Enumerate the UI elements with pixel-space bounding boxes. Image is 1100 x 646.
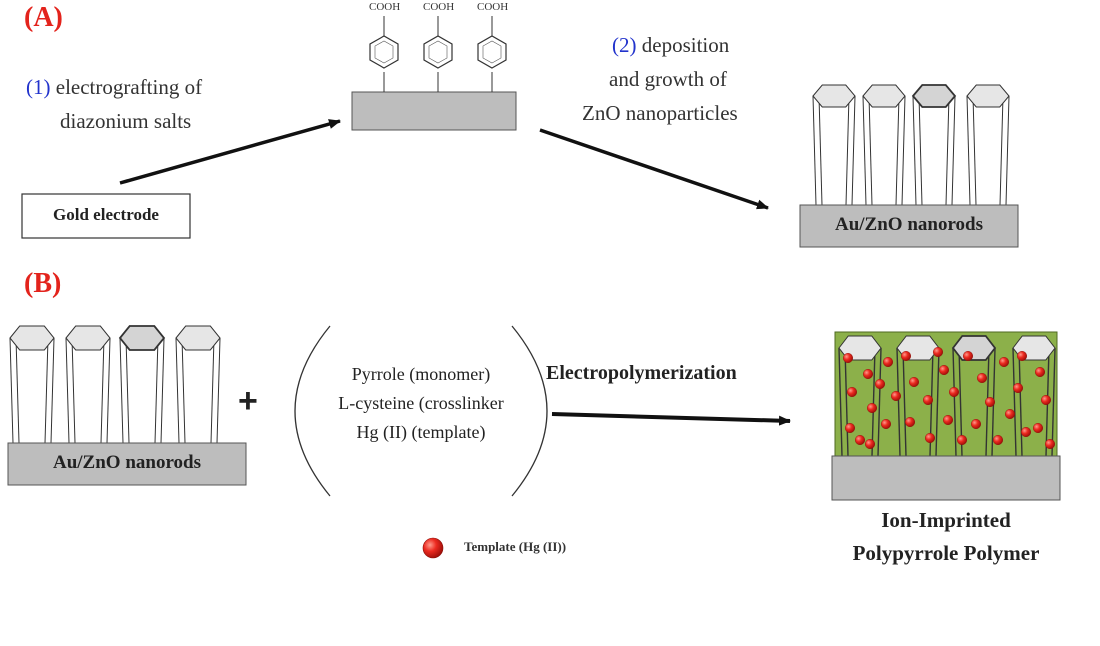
grafted-electrode [351, 16, 517, 131]
template-ion-dot [999, 357, 1010, 368]
nanorod [862, 84, 906, 206]
template-ion-dot [901, 351, 912, 362]
template-ion-dot [963, 351, 974, 362]
plus-sign: + [238, 382, 258, 420]
template-ion-dot [863, 369, 874, 380]
template-ion-dot [977, 373, 988, 384]
template-ion-dot [943, 415, 954, 426]
nanorod [118, 325, 166, 444]
right-parenthesis [511, 325, 548, 497]
ion-imprinted-polymer [831, 331, 1061, 501]
cooh-label-1: COOH [369, 1, 401, 13]
nanorods-label-a: Au/ZnO nanorods [834, 214, 984, 235]
template-ion-dot [1040, 395, 1051, 406]
template-ion-dot [1013, 383, 1024, 394]
product-label-line2: Polypyrrole Polymer [852, 541, 1040, 565]
step1-text: (1) electrografting of [26, 72, 202, 102]
nanorod [9, 325, 55, 444]
template-ion-dot [957, 435, 968, 446]
template-ion-dot [971, 419, 982, 430]
template-ion-dot [883, 357, 894, 368]
process-label: Electropolymerization [546, 362, 737, 384]
template-ion-dot [925, 433, 936, 444]
template-ion-dot [847, 387, 858, 398]
nanorods-panel-a [799, 84, 1019, 248]
step2-text: (2) deposition [612, 30, 729, 60]
template-ion-dot [891, 391, 902, 402]
step1-line1: electrografting of [55, 75, 203, 99]
template-ion-dot [985, 397, 996, 408]
arrow-step2 [539, 128, 769, 210]
nanorods-panel-b [7, 325, 247, 486]
template-ion-dot [865, 439, 876, 450]
gold-electrode-box [21, 193, 191, 239]
product-label-line1: Ion-Imprinted [881, 508, 1011, 532]
arrow-step1 [119, 119, 341, 185]
reagent-cysteine: L-cysteine (crosslinker [338, 393, 504, 413]
cooh-label-3: COOH [477, 1, 509, 13]
template-ion-dot [1044, 439, 1055, 450]
nanorod [966, 84, 1010, 206]
template-ion-dot [949, 387, 960, 398]
gold-electrode-label: Gold electrode [53, 205, 159, 224]
template-ion-dot [933, 347, 944, 358]
left-parenthesis [294, 325, 331, 497]
template-ion-dot [1021, 427, 1032, 438]
template-ion-dot [867, 403, 878, 414]
template-ion-dot [1005, 409, 1016, 420]
template-legend-label: Template (Hg (II)) [464, 539, 567, 554]
template-ion-dot [1034, 367, 1045, 378]
nanorod [65, 325, 111, 444]
nanorods-label-b: Au/ZnO nanorods [52, 452, 202, 473]
template-ion-dot [993, 435, 1004, 446]
cooh-label-2: COOH [423, 1, 455, 13]
template-ion-dot [881, 419, 892, 430]
template-ion-dot [905, 417, 916, 428]
benzoic-acid-group [423, 16, 453, 92]
benzoic-acid-group [369, 16, 399, 92]
template-ion-dot [1032, 423, 1043, 434]
nanorod [911, 84, 957, 206]
template-legend-dot [422, 537, 444, 559]
benzoic-acid-group [477, 16, 507, 92]
template-ion-dot [855, 435, 866, 446]
template-ion-dot [843, 353, 854, 364]
template-ion-dot [845, 423, 856, 434]
template-ion-dot [923, 395, 934, 406]
arrow-electropolymerization [551, 412, 791, 426]
nanorod [838, 335, 882, 457]
nanorod [175, 325, 221, 444]
reagent-pyrrole: Pyrrole (monomer) [351, 364, 491, 384]
step2-line3: ZnO nanoparticles [582, 101, 738, 125]
template-ion-dot [875, 379, 886, 390]
step2-line2: and growth of [609, 67, 727, 91]
step2-line1: deposition [641, 33, 730, 57]
panel-b-label: (B) [24, 268, 62, 299]
step2-number: (2) [612, 33, 637, 57]
template-ion-dot [939, 365, 950, 376]
step1-number: (1) [26, 75, 51, 99]
panel-a-label: (A) [24, 2, 63, 33]
template-ion-dot [1017, 351, 1028, 362]
reagent-hg: Hg (II) (template) [356, 422, 486, 442]
template-ion-dot [909, 377, 920, 388]
step1-line2: diazonium salts [60, 109, 192, 133]
nanorod [812, 84, 856, 206]
